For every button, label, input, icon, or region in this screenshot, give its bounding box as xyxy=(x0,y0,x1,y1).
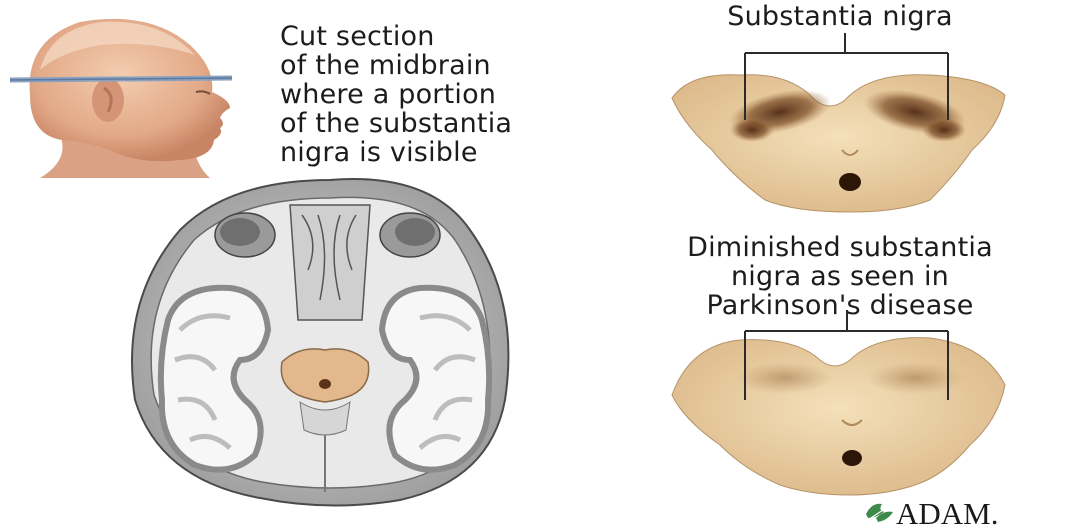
substantia-nigra-label: Substantia nigra xyxy=(640,2,1040,31)
adam-logo: ADAM. xyxy=(862,496,1062,528)
skull-axial-section xyxy=(132,179,508,506)
midbrain-parkinsons-section xyxy=(672,338,1005,495)
head-profile-illustration xyxy=(10,19,232,178)
diminished-substantia-nigra-caption: Diminished substantia nigra as seen in P… xyxy=(620,233,1060,320)
adam-logo-text: ADAM. xyxy=(896,496,998,532)
leaf-logo-icon xyxy=(862,496,896,526)
cut-section-caption: Cut section of the midbrain where a port… xyxy=(280,22,640,167)
midbrain-normal-section xyxy=(672,75,1005,212)
